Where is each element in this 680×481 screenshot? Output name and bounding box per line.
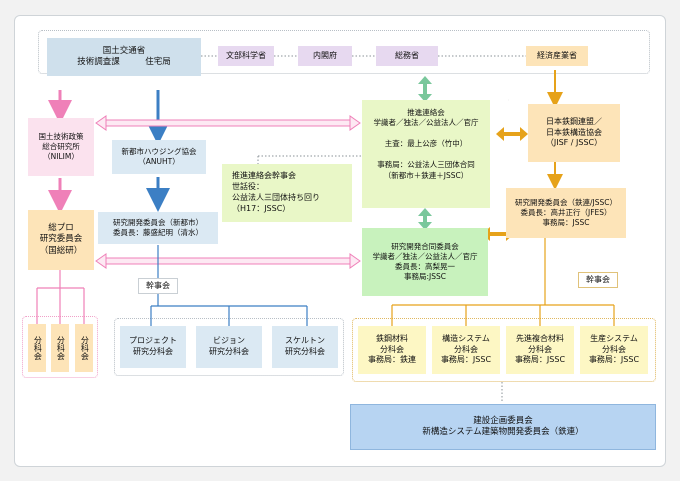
- mlit-line1: 国土交通省: [102, 45, 146, 56]
- small-bunkakai-3: 分科会: [75, 324, 93, 372]
- jisf-line2: 日本鉄構造協会: [546, 127, 602, 137]
- anuht-line2: （ANUHT）: [138, 157, 180, 166]
- small-bunkakai-1: 分科会: [28, 324, 46, 372]
- bunkakai-steel-line3: 事務局：鉄連: [368, 355, 416, 365]
- orange-double-arrow-council-jisf: [496, 127, 528, 141]
- sogo-line3: （国総研）: [39, 245, 83, 256]
- bunkakai-steel-material: 鉄鋼材料 分科会 事務局：鉄連: [358, 326, 426, 374]
- rnd-right-line3: 事務局：JSSC: [542, 218, 590, 228]
- joint-chair: 委員長：高梨晃一: [395, 262, 455, 271]
- joint-title: 研究開発合同委員会: [391, 241, 459, 251]
- jisf-bunkakai-group: [352, 318, 656, 382]
- ministry-mic-label: 総務省: [395, 50, 419, 60]
- council-members: 学識者／独法／公益法人／官庁: [373, 118, 479, 128]
- bunkakai-production-line2: 分科会: [602, 344, 626, 354]
- joint-box: 研究開発合同委員会 学識者／独法／公益法人／官庁 委員長：高梨晃一 事務局:JS…: [362, 228, 488, 296]
- bunkakai-skeleton: スケルトン 研究分科会: [272, 326, 338, 368]
- bunkakai-vision: ビジョン 研究分科会: [196, 326, 262, 368]
- dotted-connectors: [201, 55, 526, 402]
- small-bunkakai-2-label: 分科会: [56, 336, 66, 360]
- bunkakai-advanced-composite: 先進複合材料 分科会 事務局：JSSC: [506, 326, 574, 374]
- ministry-meti-label: 経済産業省: [537, 50, 577, 60]
- construction-committee-box: 建設企画委員会 新構造システム建築物開発委員会（鉄連）: [350, 404, 656, 450]
- bunkakai-project: プロジェクト 研究分科会: [120, 326, 186, 368]
- small-bunkakai-2: 分科会: [51, 324, 69, 372]
- construction-line2: 新構造システム建築物開発委員会（鉄連）: [422, 427, 584, 437]
- orange-tree: [391, 238, 615, 326]
- blue-tree: [150, 245, 308, 326]
- council-box: 推進連絡会 学識者／独法／公益法人／官庁 主査：最上公彦（竹中） 事務局：公益法…: [362, 100, 490, 208]
- rnd-left-line2: 委員長：藤盛紀明（清水）: [113, 228, 203, 237]
- anuht-line1: 新都市ハウジング協会: [121, 146, 197, 156]
- ministry-mext-label: 文部科学省: [226, 50, 266, 60]
- anuht-box: 新都市ハウジング協会 （ANUHT）: [112, 140, 206, 174]
- kanjikai-right-label: 幹事会: [586, 274, 610, 284]
- council-title: 推進連絡会: [407, 108, 445, 117]
- joint-secretariat: 事務局:JSSC: [404, 272, 446, 282]
- ministry-mic: 総務省: [376, 46, 438, 66]
- bunkakai-structural-line2: 分科会: [454, 344, 478, 354]
- nilim-line3: （NILIM）: [43, 152, 79, 162]
- bunkakai-skeleton-line1: スケルトン: [285, 336, 325, 346]
- green-arrow-soumu-council: [418, 76, 432, 102]
- ministry-cabinet-label: 内閣府: [313, 50, 337, 60]
- bunkakai-project-line2: 研究分科会: [133, 347, 173, 356]
- bunkakai-structural-system: 構造システム 分科会 事務局：JSSC: [432, 326, 500, 374]
- bunkakai-structural-line1: 構造システム: [442, 333, 490, 343]
- bunkakai-production-line3: 事務局：JSSC: [588, 355, 640, 365]
- pink-tree: [36, 270, 85, 324]
- bunkakai-vision-line1: ビジョン: [213, 336, 245, 346]
- sogo-line2: 研究委員会: [39, 234, 83, 245]
- rnd-right-line1: 研究開発委員会（鉄連/JSSC）: [515, 197, 617, 207]
- ministry-meti: 経済産業省: [526, 46, 588, 66]
- executive-line4: （H17：JSSC）: [232, 203, 291, 213]
- pink-double-arrow-top: [95, 115, 361, 131]
- executive-line2: 世話役：: [232, 182, 264, 192]
- council-chair: 主査：最上公彦（竹中）: [384, 139, 468, 149]
- ministry-mext: 文部科学省: [218, 46, 274, 66]
- ministry-cabinet: 内閣府: [298, 46, 352, 66]
- executive-line3: 公益法人三団体持ち回り: [232, 193, 320, 202]
- kanjikai-left-label: 幹事会: [146, 280, 170, 290]
- bunkakai-composite-line2: 分科会: [528, 344, 552, 354]
- ministry-group-outline: [38, 30, 650, 74]
- mlit-box: 国土交通省 技術調査課 住宅局: [47, 38, 201, 76]
- nilim-line1: 国土技術政策: [38, 131, 84, 141]
- small-bunkakai-3-label: 分科会: [80, 336, 90, 360]
- bunkakai-composite-line1: 先進複合材料: [516, 333, 564, 343]
- jisf-line1: 日本鉄鋼連盟／: [546, 116, 602, 126]
- council-secretariat1: 事務局：公益法人三団体合同: [377, 160, 475, 170]
- jisf-box: 日本鉄鋼連盟／ 日本鉄構造協会 （JISF / JSSC）: [528, 104, 620, 162]
- pink-double-arrow-bottom: [95, 253, 361, 269]
- joint-members: 学識者／独法／公益法人／官庁: [372, 251, 478, 261]
- rnd-right-line2: 委員長：高井正行（JFES）: [520, 207, 612, 217]
- kanjikai-left: 幹事会: [138, 278, 178, 294]
- bunkakai-vision-line2: 研究分科会: [209, 347, 249, 356]
- bunkakai-steel-line2: 分科会: [380, 344, 404, 354]
- jisf-line3: （JISF / JSSC）: [545, 138, 603, 148]
- bunkakai-structural-line3: 事務局：JSSC: [440, 355, 492, 365]
- construction-line1: 建設企画委員会: [473, 415, 533, 426]
- bunkakai-production-line1: 生産システム: [590, 333, 638, 343]
- sogo-box: 総プロ 研究委員会 （国総研）: [28, 210, 94, 270]
- executive-box: 推進連絡会幹事会 世話役： 公益法人三団体持ち回り （H17：JSSC）: [222, 164, 352, 222]
- bunkakai-project-line1: プロジェクト: [129, 336, 177, 346]
- small-bunkakai-1-label: 分科会: [33, 336, 43, 360]
- kanjikai-right: 幹事会: [578, 272, 618, 288]
- rnd-left-box: 研究開発委員会（新都市） 委員長：藤盛紀明（清水）: [98, 212, 218, 244]
- green-arrow-council-joint: [418, 208, 432, 230]
- executive-line1: 推進連絡会幹事会: [232, 171, 296, 181]
- bunkakai-skeleton-line2: 研究分科会: [285, 347, 325, 356]
- bunkakai-composite-line3: 事務局：JSSC: [514, 355, 566, 365]
- rnd-left-line1: 研究開発委員会（新都市）: [113, 217, 203, 227]
- rnd-right-box: 研究開発委員会（鉄連/JSSC） 委員長：高井正行（JFES） 事務局：JSSC: [506, 188, 626, 238]
- sogo-line1: 総プロ: [48, 222, 74, 233]
- council-secretariat2: （新都市＋鉄連＋JSSC）: [383, 170, 469, 180]
- bunkakai-steel-line1: 鉄鋼材料: [376, 333, 408, 343]
- nilim-line2: 総合研究所: [42, 141, 80, 151]
- nilim-box: 国土技術政策 総合研究所 （NILIM）: [28, 118, 94, 176]
- bunkakai-production-system: 生産システム 分科会 事務局：JSSC: [580, 326, 648, 374]
- mlit-line2: 技術調査課 住宅局: [77, 57, 171, 67]
